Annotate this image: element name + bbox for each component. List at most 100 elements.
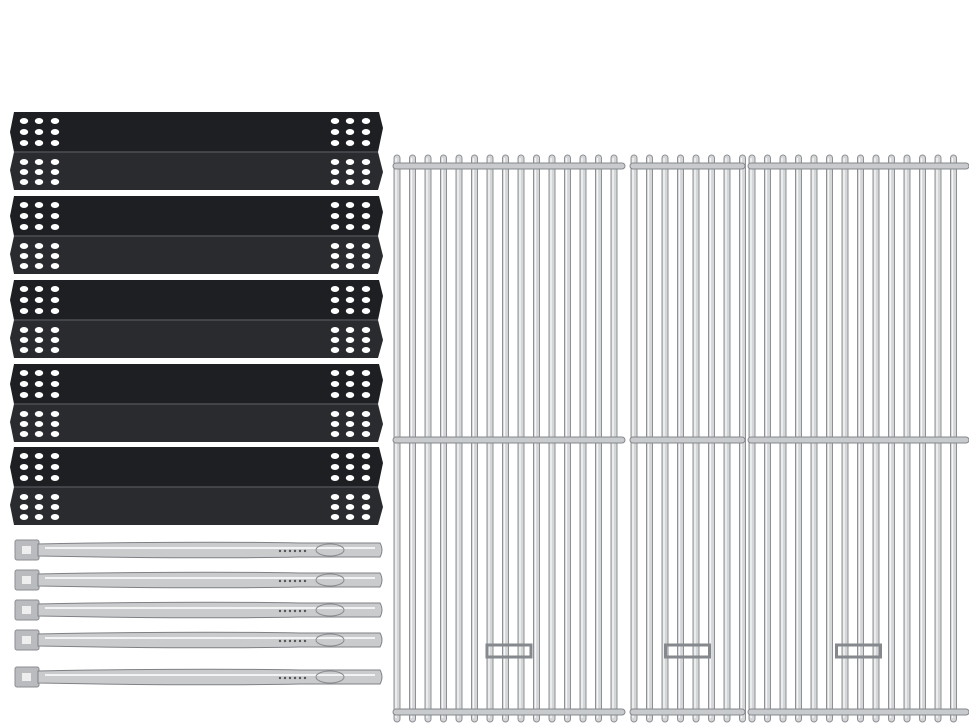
vent-hole	[361, 179, 371, 185]
burner-body	[37, 668, 383, 686]
vent-hole	[361, 129, 371, 135]
vent-hole	[361, 421, 371, 427]
grate-cross-bar	[629, 162, 746, 170]
vent-hole	[361, 475, 371, 481]
vent-hole	[50, 464, 60, 470]
vent-hole	[34, 263, 44, 269]
vent-hole	[34, 327, 44, 333]
burner-bracket-slot	[22, 673, 31, 681]
vent-hole	[19, 494, 29, 500]
vent-hole	[50, 253, 60, 259]
burner-port	[288, 549, 292, 553]
grate-support-tab	[664, 643, 711, 659]
vent-hole	[50, 224, 60, 230]
vent-hole	[330, 421, 340, 427]
burner-port	[283, 676, 287, 680]
vent-hole	[19, 118, 29, 124]
vent-hole	[50, 381, 60, 387]
grate-cross-bar	[392, 436, 626, 444]
burner-body	[37, 601, 383, 619]
vent-hole	[330, 169, 340, 175]
vent-hole	[34, 224, 44, 230]
burner-port	[283, 639, 287, 643]
vent-hole	[361, 494, 371, 500]
vent-hole	[345, 337, 355, 343]
vent-hole	[361, 118, 371, 124]
vent-hole	[34, 421, 44, 427]
vent-hole	[34, 411, 44, 417]
vent-hole	[34, 159, 44, 165]
vent-hole	[34, 297, 44, 303]
vent-hole	[19, 347, 29, 353]
vent-hole	[19, 337, 29, 343]
vent-hole	[50, 411, 60, 417]
grate-support-tab	[485, 643, 533, 659]
vent-hole	[345, 118, 355, 124]
cooking-grate	[629, 154, 746, 723]
vent-hole	[50, 286, 60, 292]
vent-hole	[361, 453, 371, 459]
heat-plate-top-face	[10, 364, 383, 404]
vent-hole	[345, 381, 355, 387]
vent-hole	[34, 337, 44, 343]
vent-hole	[361, 392, 371, 398]
vent-hole	[330, 453, 340, 459]
vent-hole	[19, 514, 29, 520]
vent-hole	[330, 381, 340, 387]
burner-venturi	[315, 633, 345, 647]
vent-hole	[34, 118, 44, 124]
vent-hole	[19, 370, 29, 376]
heat-plate	[10, 364, 383, 442]
vent-hole	[361, 431, 371, 437]
vent-hole	[330, 213, 340, 219]
burners-group	[14, 539, 383, 688]
vent-hole	[361, 297, 371, 303]
vent-hole	[361, 159, 371, 165]
vent-hole	[345, 169, 355, 175]
vent-hole	[50, 263, 60, 269]
grate-cross-bar	[629, 436, 746, 444]
heat-plate	[10, 196, 383, 274]
heat-plate	[10, 112, 383, 190]
heat-plates-group	[10, 112, 383, 525]
vent-hole	[345, 253, 355, 259]
heat-plate-top-face	[10, 280, 383, 320]
vent-hole	[19, 179, 29, 185]
vent-hole	[34, 347, 44, 353]
vent-hole	[345, 263, 355, 269]
vent-hole	[34, 286, 44, 292]
vent-hole	[361, 381, 371, 387]
vent-hole	[19, 327, 29, 333]
vent-hole	[19, 381, 29, 387]
vent-hole	[345, 129, 355, 135]
burner-tube	[14, 599, 383, 621]
vent-hole	[19, 411, 29, 417]
vent-hole	[34, 381, 44, 387]
vent-hole	[50, 118, 60, 124]
vent-hole	[330, 411, 340, 417]
heat-plate-top-face	[10, 196, 383, 236]
vent-hole	[361, 411, 371, 417]
burner-port	[298, 579, 302, 583]
burner-port	[293, 609, 297, 613]
vent-hole	[34, 453, 44, 459]
burner-port	[293, 676, 297, 680]
heat-plate-top-face	[10, 112, 383, 152]
burner-port	[303, 639, 307, 643]
burner-port	[278, 579, 282, 583]
vent-hole	[34, 140, 44, 146]
vent-hole	[345, 159, 355, 165]
vent-hole	[34, 370, 44, 376]
vent-hole	[19, 202, 29, 208]
vent-hole	[50, 514, 60, 520]
vent-hole	[330, 202, 340, 208]
vent-hole	[330, 494, 340, 500]
vent-hole	[19, 253, 29, 259]
burner-bracket-slot	[22, 636, 31, 644]
cooking-grate	[392, 154, 626, 723]
vent-hole	[34, 504, 44, 510]
grate-cross-bar	[392, 708, 626, 716]
vent-hole	[34, 129, 44, 135]
vent-hole	[50, 140, 60, 146]
vent-hole	[345, 243, 355, 249]
